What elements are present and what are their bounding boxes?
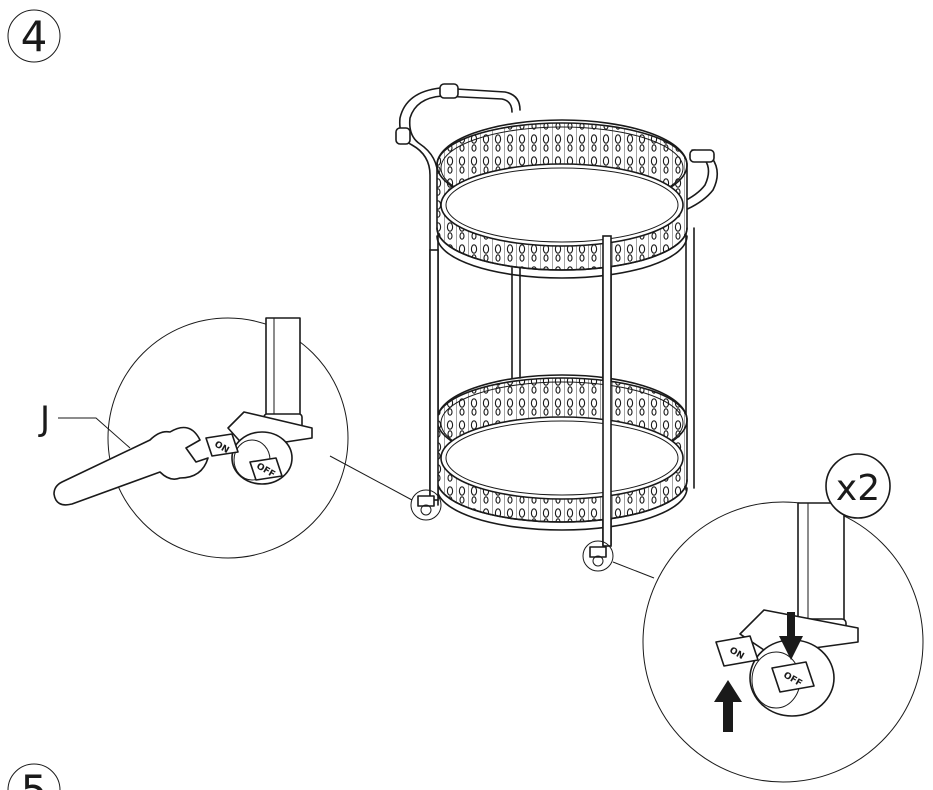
- quantity-label: x2: [836, 468, 880, 509]
- bar-cart: [395, 83, 719, 572]
- quantity-badge: [825, 453, 891, 519]
- front-leg-left: [429, 249, 439, 501]
- step-4-circle: [7, 9, 61, 63]
- wrench-icon: [53, 426, 209, 506]
- left-caster-detail: ON OFF J: [38, 317, 349, 559]
- left-handle: [395, 83, 521, 506]
- handle-cap-rear: [689, 149, 715, 163]
- step-4-badge: 4: [7, 9, 61, 63]
- right-zoom-circle: [642, 501, 924, 783]
- arrow-up-icon: [714, 680, 742, 732]
- lower-tray-surface: [440, 416, 684, 500]
- part-leader-j: [58, 417, 131, 449]
- lower-tray: [436, 374, 688, 531]
- step-4-number: 4: [21, 12, 48, 61]
- step-5-badge: 5: [7, 763, 61, 790]
- part-label-j: J: [38, 399, 50, 439]
- leader-line-left: [329, 455, 413, 501]
- arrow-down-icon: [779, 612, 803, 660]
- lock-tab-off: [249, 457, 283, 481]
- right-caster-detail: ON OFF x2: [642, 453, 924, 783]
- upper-tray: [436, 119, 688, 279]
- left-zoom-circle: [107, 317, 349, 559]
- upper-tray-surface: [440, 163, 684, 247]
- step-5-number: 5: [21, 766, 48, 790]
- handle-cap-left: [395, 127, 411, 145]
- caster-marker-left: [410, 489, 442, 521]
- front-leg-right: [602, 235, 612, 547]
- caster-marker-right: [582, 540, 614, 572]
- lock-tab-on: [205, 433, 239, 457]
- step-5-circle: [7, 763, 61, 790]
- handle-cap-top: [439, 83, 459, 99]
- lock-tab-off-right: [771, 661, 815, 693]
- lock-tab-on-right: [715, 635, 759, 667]
- leader-line-right: [612, 561, 655, 579]
